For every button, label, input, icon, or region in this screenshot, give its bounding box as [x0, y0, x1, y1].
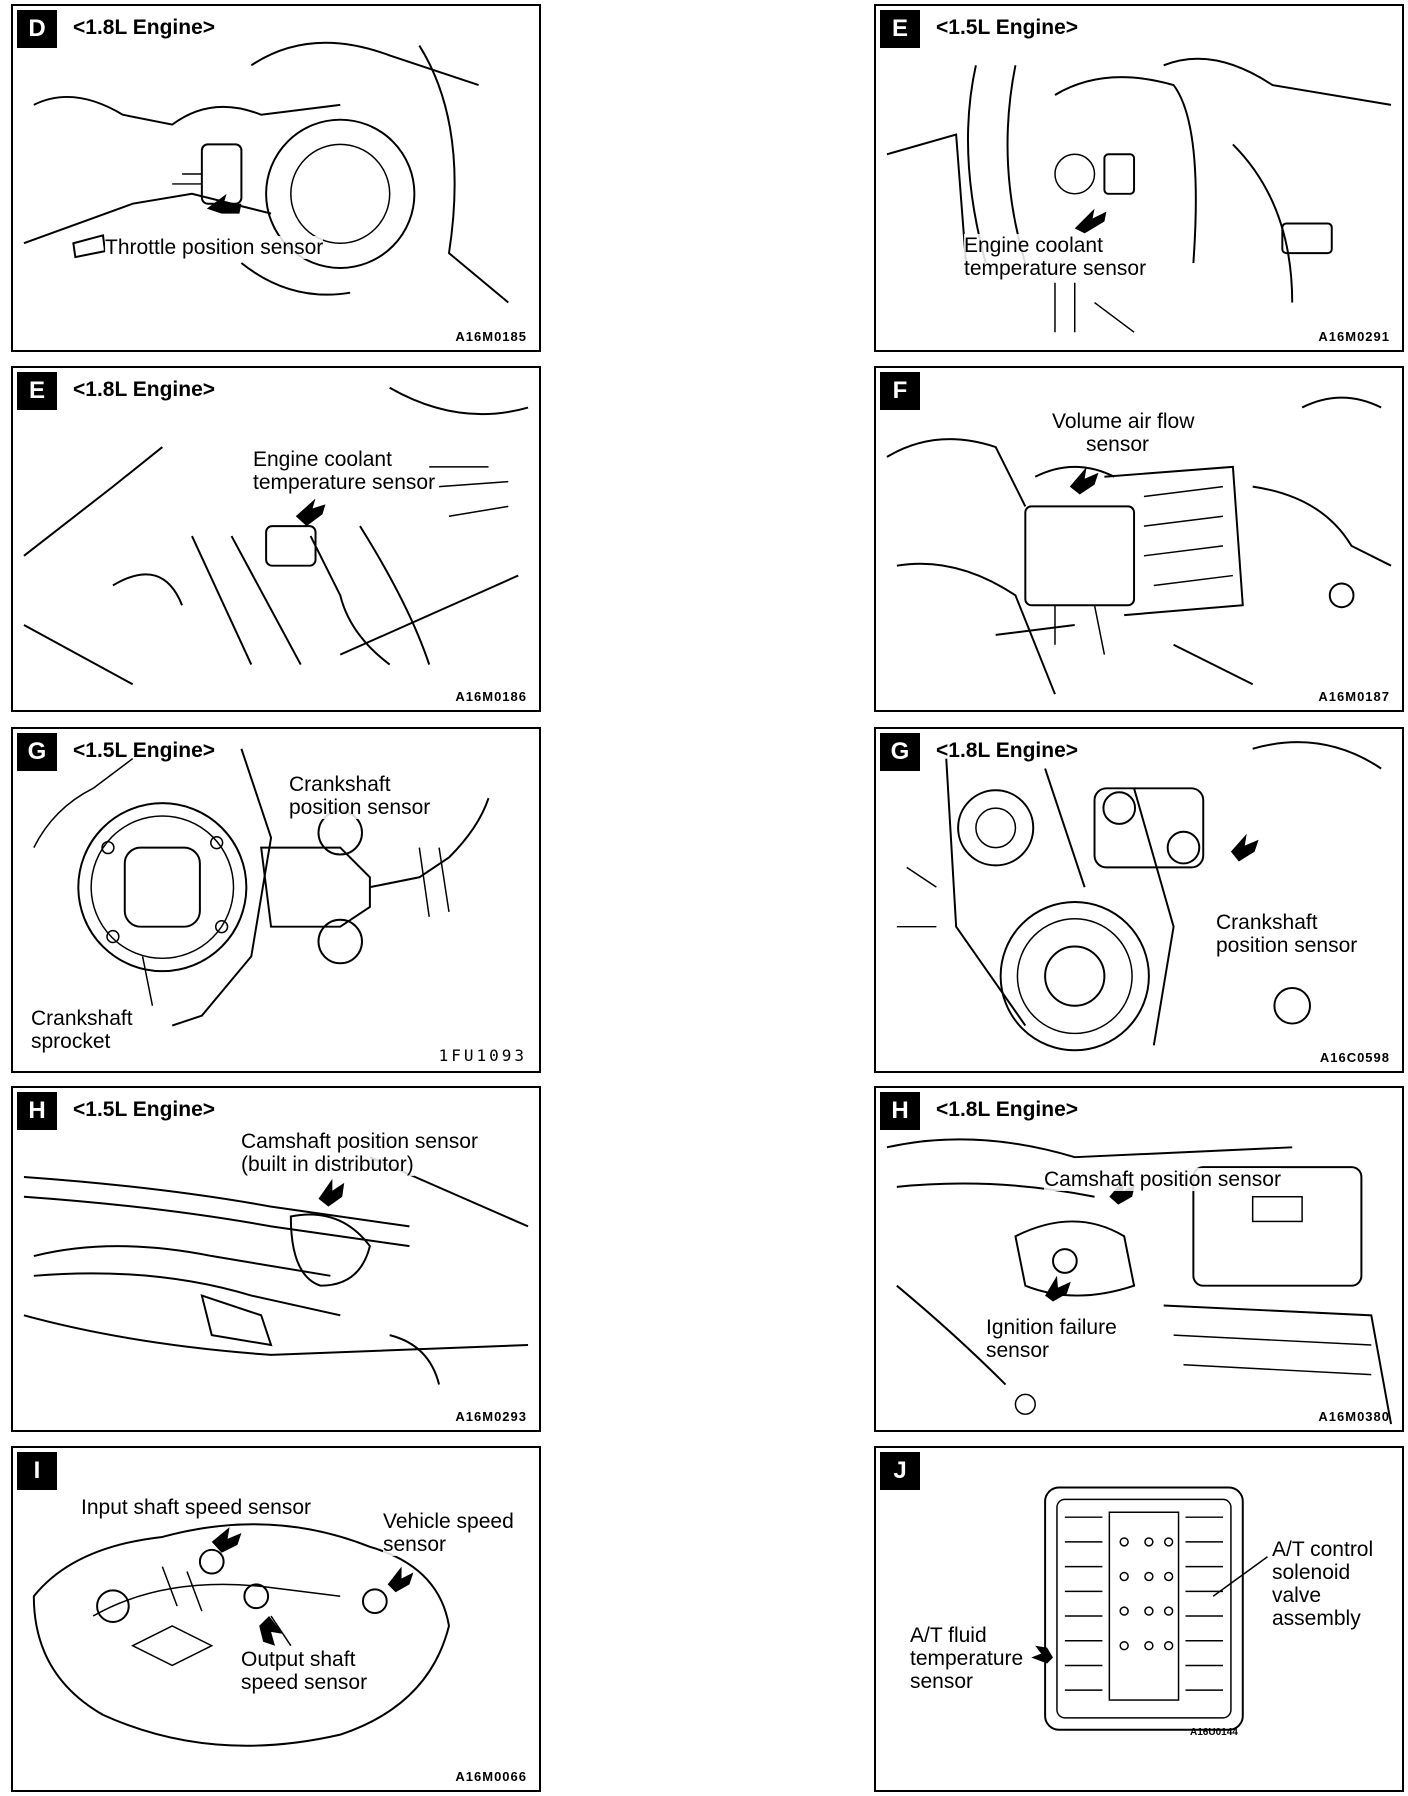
volume-air-flow-sensor-label-line1: Volume air flow — [1052, 410, 1195, 433]
panel-f-volume-air-flow-sensor: F Volume air flow sensor A16M0187 — [874, 366, 1404, 712]
at-control-solenoid-valve-label-line1: A/T control — [1272, 1538, 1374, 1561]
at-fluid-temperature-sensor-label-line3: sensor — [910, 1670, 974, 1693]
coolant-sensor-label-line1: Engine coolant — [253, 448, 392, 471]
engine-type-label: <1.5L Engine> — [73, 739, 216, 762]
crankshaft-position-sensor-label-line1: Crankshaft — [289, 773, 391, 796]
panel-g-crankshaft-sensor-1-8l: G <1.8L Engine> Crankshaft position sens… — [874, 727, 1404, 1073]
crankshaft-position-sensor-label-line1: Crankshaft — [1216, 911, 1318, 934]
engine-illustration — [23, 1156, 529, 1385]
panel-letter: J — [880, 1452, 920, 1490]
panel-letter: H — [17, 1092, 57, 1130]
engine-illustration — [23, 386, 529, 686]
input-shaft-speed-sensor-label: Input shaft speed sensor — [81, 1496, 311, 1519]
engine-type-label: <1.5L Engine> — [936, 16, 1079, 39]
engine-type-label: <1.8L Engine> — [73, 16, 216, 39]
engine-illustration — [886, 396, 1392, 695]
panel-letter: G — [17, 733, 57, 771]
panel-letter: F — [880, 372, 920, 410]
figure-code: A16M0186 — [455, 689, 527, 704]
panel-h-camshaft-sensor-1-8l: H <1.8L Engine> Camshaft position sensor… — [874, 1086, 1404, 1432]
engine-illustration — [33, 748, 490, 1027]
panel-letter: E — [17, 372, 57, 410]
panel-g-crankshaft-sensor-1-5l: G <1.5L Engine> Crankshaft position sens… — [11, 727, 541, 1073]
crankshaft-sprocket-label-line2: sprocket — [31, 1030, 111, 1053]
camshaft-position-sensor-label-line2: (built in distributor) — [241, 1153, 414, 1176]
coolant-sensor-label-line2: temperature sensor — [964, 257, 1147, 280]
engine-type-label: <1.5L Engine> — [73, 1098, 216, 1121]
panel-e-coolant-sensor-1-8l: E <1.8L Engine> Engine coolant temperatu… — [11, 366, 541, 712]
panel-h-camshaft-sensor-1-5l: H <1.5L Engine> Camshaft position sensor… — [11, 1086, 541, 1432]
figure-code: A16M0185 — [455, 329, 527, 344]
engine-illustration — [23, 41, 509, 304]
figure-code: A16M0293 — [455, 1409, 527, 1424]
engine-illustration — [896, 741, 1382, 1052]
figure-code: A16M0291 — [1318, 329, 1390, 344]
at-fluid-temperature-sensor-label-line2: temperature — [910, 1647, 1024, 1670]
valve-body-illustration — [1031, 1486, 1268, 1731]
throttle-position-sensor-label: Throttle position sensor — [105, 236, 324, 259]
panel-e-coolant-sensor-1-5l: E <1.5L Engine> Engine coolant temperatu… — [874, 4, 1404, 352]
panel-letter: D — [17, 10, 57, 48]
ignition-failure-sensor-label-line2: sensor — [986, 1339, 1050, 1362]
engine-type-label: <1.8L Engine> — [936, 739, 1079, 762]
camshaft-position-sensor-label: Camshaft position sensor — [1044, 1168, 1281, 1191]
panel-j-at-valve-body: J A/T control solenoid valve assembly A/… — [874, 1446, 1404, 1792]
figure-code: A16M0380 — [1318, 1409, 1390, 1424]
figure-code: A16M0066 — [455, 1769, 527, 1784]
at-fluid-temperature-sensor-label-line1: A/T fluid — [910, 1624, 987, 1647]
output-shaft-speed-sensor-label-line1: Output shaft — [241, 1648, 356, 1671]
panel-letter: G — [880, 733, 920, 771]
coolant-sensor-label-line2: temperature sensor — [253, 471, 436, 494]
transmission-illustration — [32, 1523, 450, 1747]
panel-letter: I — [17, 1452, 57, 1490]
at-control-solenoid-valve-label-line4: assembly — [1272, 1607, 1361, 1630]
coolant-sensor-label-line1: Engine coolant — [964, 234, 1103, 257]
crankshaft-position-sensor-label-line2: position sensor — [1216, 934, 1358, 957]
panel-i-speed-sensors: I Input shaft speed sensor Vehicle speed… — [11, 1446, 541, 1792]
panel-letter: E — [880, 10, 920, 48]
crankshaft-sprocket-label-line1: Crankshaft — [31, 1007, 133, 1030]
volume-air-flow-sensor-label-line2: sensor — [1086, 433, 1150, 456]
at-control-solenoid-valve-label-line2: solenoid — [1272, 1561, 1351, 1584]
figure-code: A16M0187 — [1318, 689, 1390, 704]
engine-type-label: <1.8L Engine> — [936, 1098, 1079, 1121]
engine-illustration — [886, 1138, 1393, 1425]
at-control-solenoid-valve-label-line3: valve — [1272, 1584, 1322, 1607]
crankshaft-position-sensor-label-line2: position sensor — [289, 796, 431, 819]
vehicle-speed-sensor-label-line2: sensor — [383, 1533, 447, 1556]
camshaft-position-sensor-label-line1: Camshaft position sensor — [241, 1130, 478, 1153]
engine-illustration — [886, 57, 1392, 333]
panel-letter: H — [880, 1092, 920, 1130]
output-shaft-speed-sensor-label-line2: speed sensor — [241, 1671, 368, 1694]
figure-code: A16C0598 — [1319, 1050, 1390, 1065]
engine-type-label: <1.8L Engine> — [73, 378, 216, 401]
figure-code: A16U0144 — [1190, 1727, 1238, 1738]
figure-code: 1FU1093 — [438, 1046, 527, 1065]
panel-d-throttle-position-sensor: D <1.8L Engine> Throttle position sensor… — [11, 4, 541, 352]
vehicle-speed-sensor-label-line1: Vehicle speed — [383, 1510, 514, 1533]
ignition-failure-sensor-label-line1: Ignition failure — [986, 1316, 1117, 1339]
